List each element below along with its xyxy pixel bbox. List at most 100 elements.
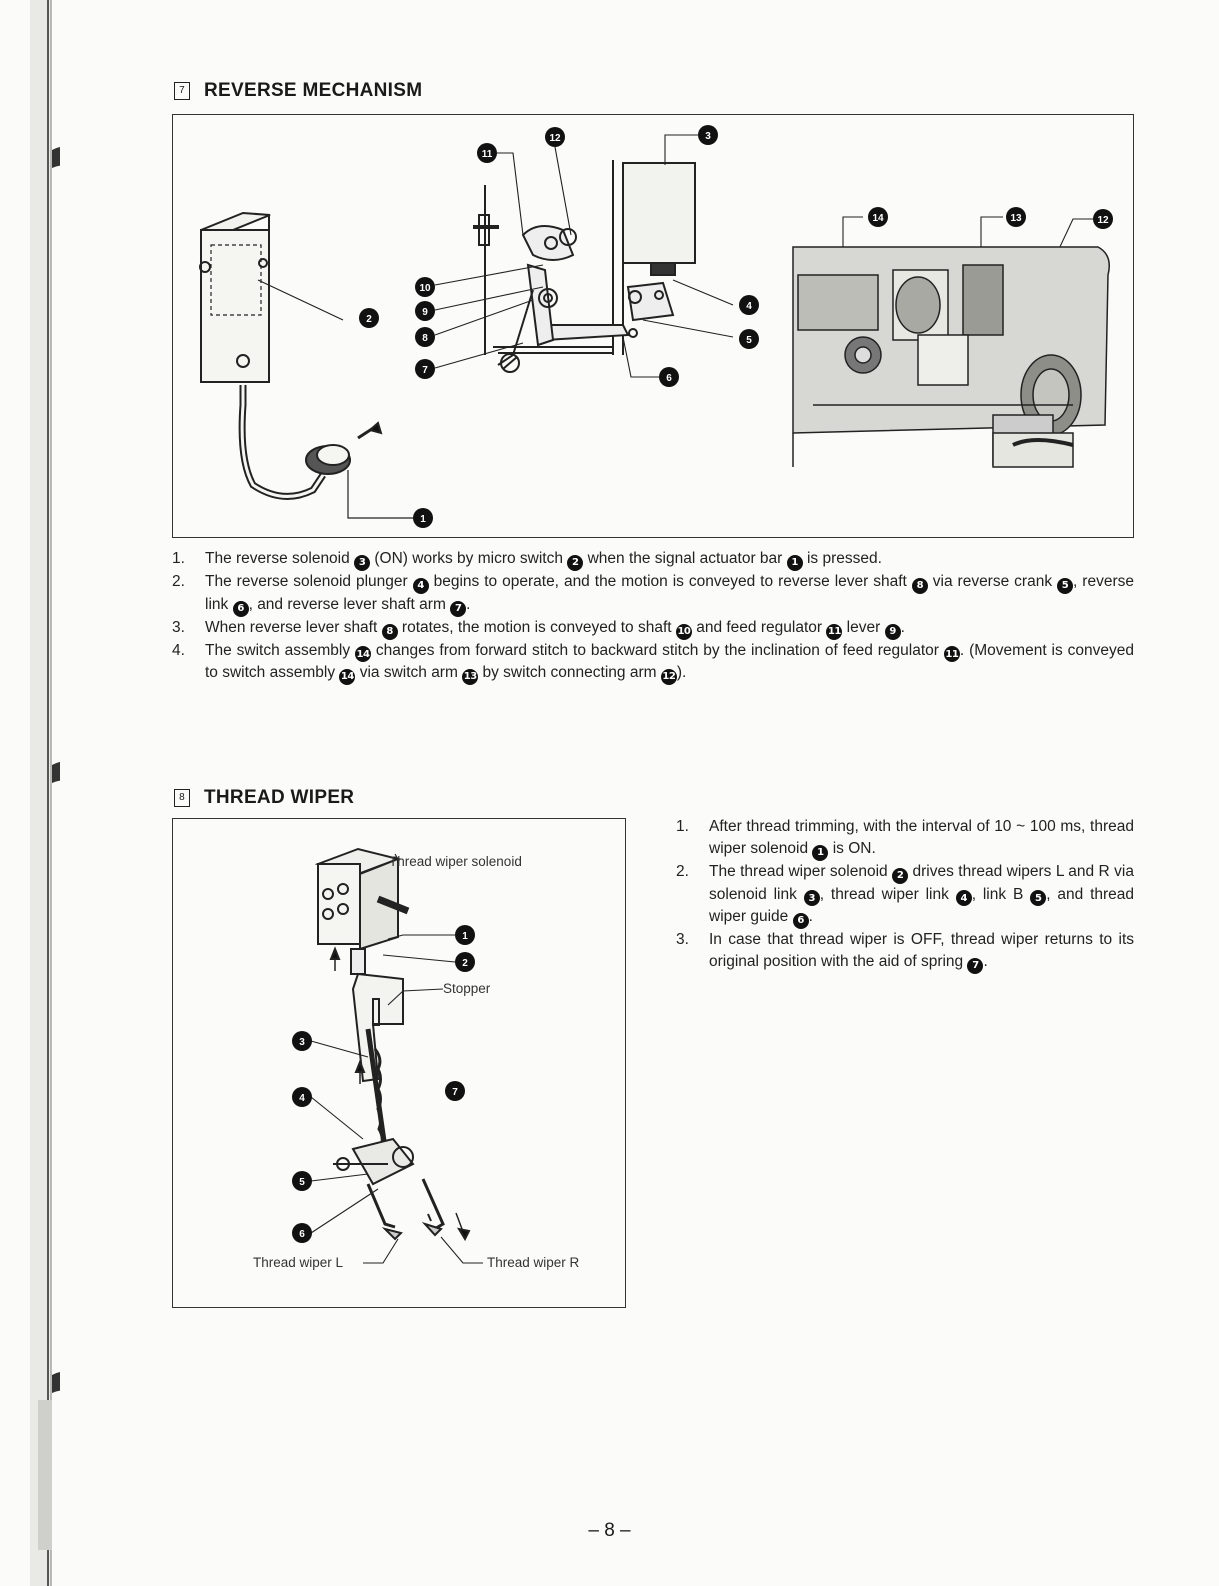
step-text: via switch arm xyxy=(355,664,463,682)
callout-ref: 13 xyxy=(462,669,479,686)
svg-text:3: 3 xyxy=(705,131,711,142)
svg-text:6: 6 xyxy=(299,1229,305,1240)
step-item: 3.When reverse lever shaft 8 rotates, th… xyxy=(172,617,1134,640)
callout-ref: 3 xyxy=(354,554,371,571)
step-text: The thread wiper solenoid xyxy=(709,862,893,880)
step-text: when the signal actuator bar xyxy=(583,550,787,567)
svg-text:7: 7 xyxy=(452,1087,458,1098)
page-number: – 8 – xyxy=(588,1520,631,1541)
wiper-leader-lines xyxy=(310,853,483,1264)
callout-ref: 14 xyxy=(355,646,371,663)
micro-switch-drawing xyxy=(199,211,413,519)
label-thread-wiper-r: Thread wiper R xyxy=(487,1255,580,1270)
reverse-mechanism-figure: 11 12 3 2 10 9 8 7 4 5 6 1 14 13 12 xyxy=(172,114,1134,538)
callout-ref: 1 xyxy=(812,844,829,861)
step-text: drives thread wipers L and R via solenoi… xyxy=(709,862,1134,903)
svg-text:2: 2 xyxy=(462,958,468,969)
label-thread-wiper-solenoid: Thread wiper solenoid xyxy=(389,854,522,869)
step-number: 3. xyxy=(172,618,185,636)
callout-ref: 14 xyxy=(339,669,356,686)
step-item: 1.After thread trimming, with the interv… xyxy=(676,816,1134,861)
machine-photo xyxy=(792,246,1110,468)
wiper-labels: Thread wiper solenoid Stopper Thread wip… xyxy=(253,854,580,1270)
callout-ref: 4 xyxy=(412,577,429,594)
svg-text:5: 5 xyxy=(299,1177,305,1188)
svg-text:1: 1 xyxy=(462,931,468,942)
svg-text:12: 12 xyxy=(1097,215,1109,226)
callout-ref: 3 xyxy=(803,890,820,907)
step-text: is ON. xyxy=(828,839,876,857)
step-text: begins to operate, and the motion is con… xyxy=(428,572,912,590)
section-8-number: 8 xyxy=(174,789,190,807)
step-text: , and reverse lever shaft arm xyxy=(248,595,451,613)
step-text: After thread trimming, with the interval… xyxy=(709,818,1134,857)
reverse-lever-drawing xyxy=(473,160,696,373)
callout-ref: 6 xyxy=(232,600,249,617)
step-text: lever xyxy=(842,618,885,636)
thread-wiper-figure: 1 2 3 4 7 5 6 Thread wiper solenoid Stop… xyxy=(172,818,626,1308)
step-text: by switch connecting arm xyxy=(478,664,661,682)
callout-numbers: 11 12 3 2 10 9 8 7 4 5 6 1 14 13 12 xyxy=(366,131,1109,525)
svg-text:12: 12 xyxy=(549,133,561,144)
svg-text:1: 1 xyxy=(420,514,426,525)
label-stopper: Stopper xyxy=(443,981,491,996)
svg-text:13: 13 xyxy=(1010,213,1022,224)
step-text: , link B xyxy=(971,885,1031,903)
leader-lines xyxy=(434,134,1093,378)
svg-text:2: 2 xyxy=(366,314,372,325)
label-thread-wiper-l: Thread wiper L xyxy=(253,1255,344,1270)
svg-text:4: 4 xyxy=(746,301,752,312)
callout-ref: 5 xyxy=(1057,577,1074,594)
svg-text:10: 10 xyxy=(419,283,431,294)
svg-text:6: 6 xyxy=(666,373,672,384)
svg-text:3: 3 xyxy=(299,1037,305,1048)
callout-ref: 5 xyxy=(1030,890,1047,907)
step-text: . xyxy=(900,618,905,636)
step-text: , thread wiper link xyxy=(819,885,956,903)
callout-ref: 8 xyxy=(911,577,928,594)
section-7-title: REVERSE MECHANISM xyxy=(204,80,423,101)
svg-text:8: 8 xyxy=(422,333,428,344)
thread-wiper-steps: 1. After thread trimming, with the interv… xyxy=(676,816,1135,975)
section-8-title: THREAD WIPER xyxy=(204,787,355,808)
section-8-heading: 8 THREAD WIPER xyxy=(174,787,354,809)
callout-ref: 8 xyxy=(381,623,398,640)
step-text: The reverse solenoid plunger xyxy=(205,572,413,590)
step-number: 3. xyxy=(676,931,689,949)
step-text: rotates, the motion is conveyed to shaft xyxy=(397,618,676,636)
step-item: 2. The reverse solenoid plunger 4 begins … xyxy=(172,571,1134,617)
binder-edge xyxy=(30,0,60,1586)
callout-ref: 11 xyxy=(943,646,960,663)
step-text: , reverse link xyxy=(205,572,1134,613)
step-item: 1.The reverse solenoid 3 (ON) works by m… xyxy=(172,548,1134,571)
callout-ref: 4 xyxy=(955,890,972,907)
callout-ref: 11 xyxy=(826,623,843,640)
reverse-mechanism-steps: 1.The reverse solenoid 3 (ON) works by m… xyxy=(172,548,1134,686)
callout-ref: 10 xyxy=(675,623,692,640)
step-text: is pressed. xyxy=(802,550,882,567)
callout-ref: 12 xyxy=(660,669,677,686)
step-text: changes from forward stitch to backward … xyxy=(371,641,944,659)
svg-text:11: 11 xyxy=(482,149,493,160)
wiper-callout-numbers: 1 2 3 4 7 5 6 xyxy=(299,931,468,1240)
svg-text:4: 4 xyxy=(299,1093,305,1104)
step-number: 2. xyxy=(172,572,185,590)
callout-ref: 7 xyxy=(450,600,467,617)
step-text: . (Movement is conveyed to switch assemb… xyxy=(205,641,1135,682)
wiper-callout-circles xyxy=(292,925,475,1243)
step-text: ). xyxy=(676,664,687,682)
step-text: The reverse solenoid xyxy=(205,550,355,567)
svg-text:5: 5 xyxy=(746,335,752,346)
callout-ref: 2 xyxy=(892,867,909,884)
step-item: 3.In case that thread wiper is OFF, thre… xyxy=(676,929,1134,975)
step-text: . xyxy=(808,908,813,926)
step-item: 4.The switch assembly 14 changes from fo… xyxy=(172,640,1134,686)
step-text: , and thread wiper guide xyxy=(709,885,1135,926)
step-text: via reverse crank xyxy=(927,572,1058,590)
step-text: . xyxy=(466,595,471,613)
thread-wiper-diagram: 1 2 3 4 7 5 6 Thread wiper solenoid Stop… xyxy=(253,847,580,1270)
step-number: 1. xyxy=(172,550,185,567)
section-7-heading: 7 REVERSE MECHANISM xyxy=(174,80,422,102)
callout-ref: 1 xyxy=(786,554,803,571)
step-number: 2. xyxy=(676,862,689,880)
